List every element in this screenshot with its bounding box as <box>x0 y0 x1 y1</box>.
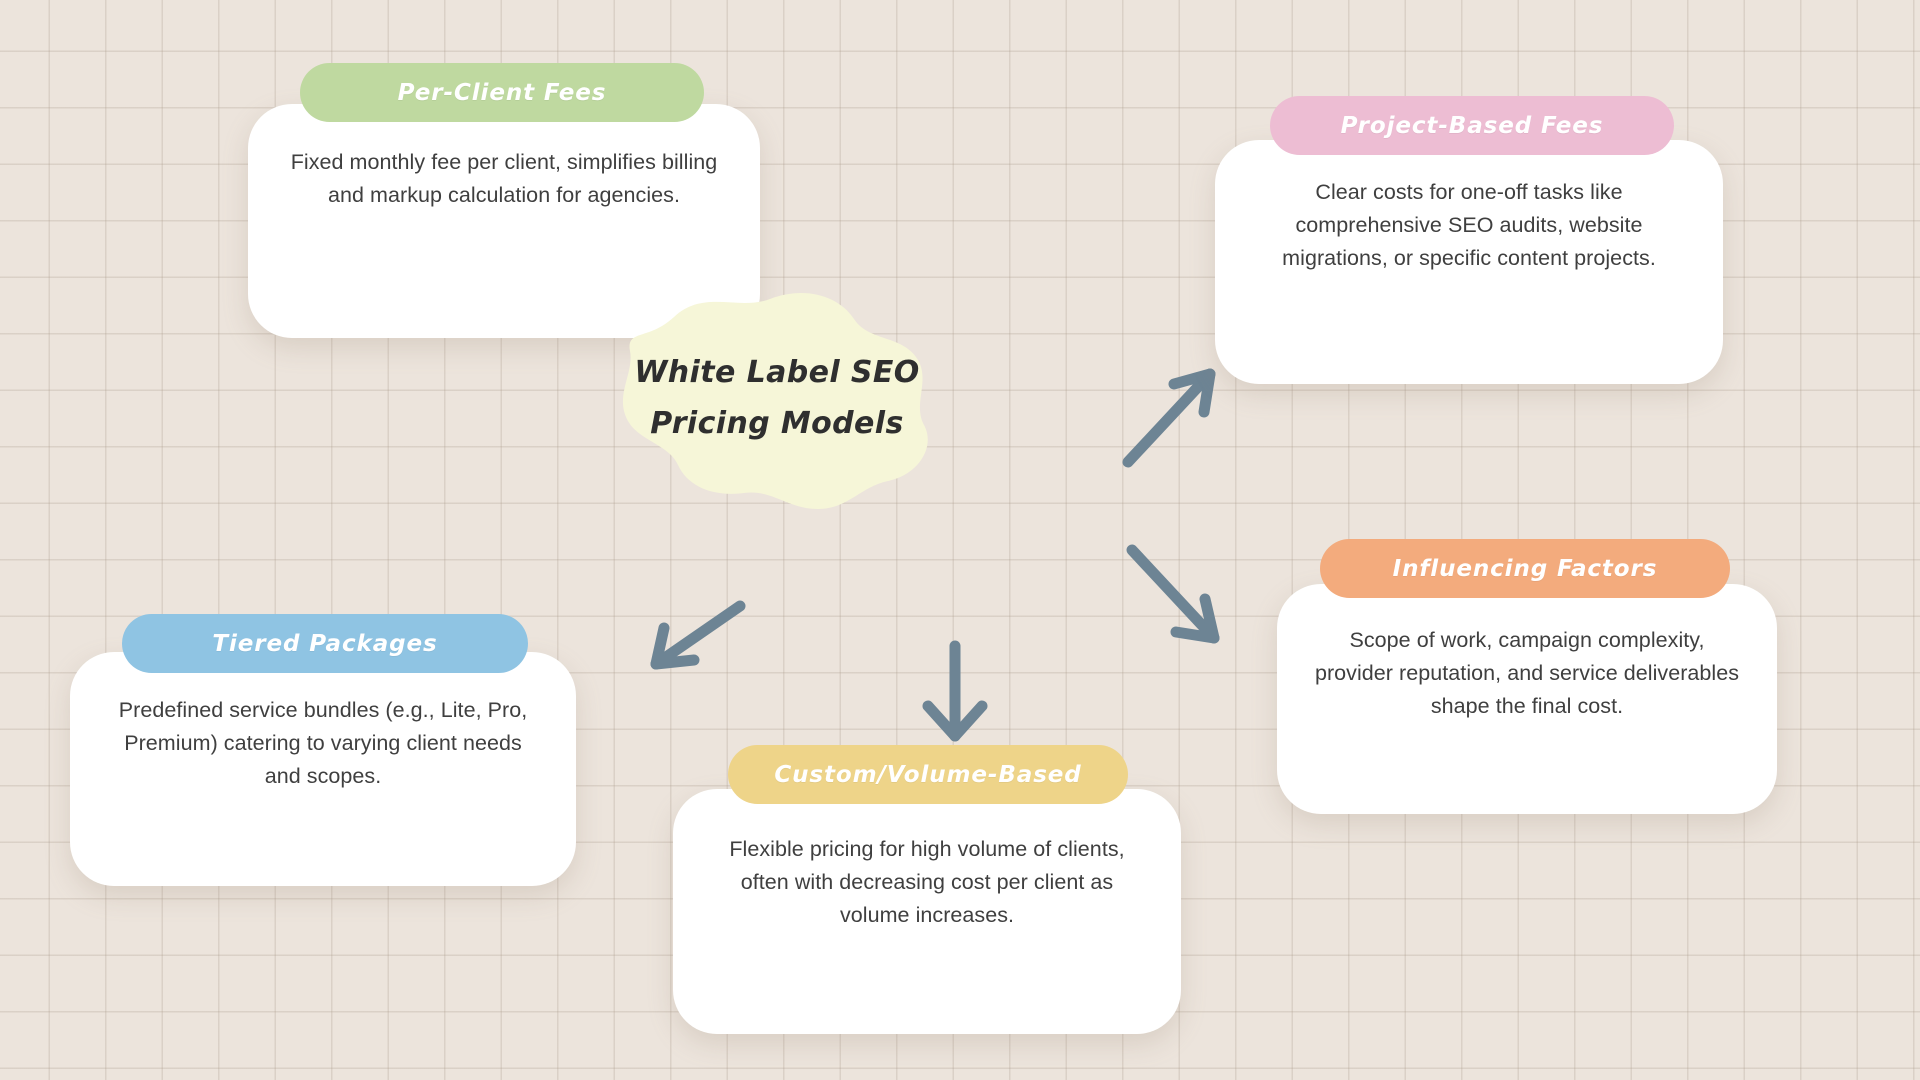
card-per-client-fees[interactable]: Fixed monthly fee per client, simplifies… <box>248 104 760 338</box>
pill-label-project-based-fees: Project-Based Fees <box>1340 112 1604 139</box>
pill-project-based-fees[interactable]: Project-Based Fees <box>1270 96 1674 155</box>
pill-tiered-packages[interactable]: Tiered Packages <box>122 614 528 673</box>
arrow-to-tiered-packages <box>640 598 750 688</box>
pill-custom-volume-based[interactable]: Custom/Volume-Based <box>728 745 1128 804</box>
arrow-to-influencing-factors <box>1122 542 1232 652</box>
pill-label-influencing-factors: Influencing Factors <box>1392 555 1658 582</box>
card-tiered-packages[interactable]: Predefined service bundles (e.g., Lite, … <box>70 652 576 886</box>
card-body-per-client-fees: Fixed monthly fee per client, simplifies… <box>290 150 718 207</box>
center-node-blob[interactable]: White Label SEO Pricing Models <box>612 283 942 513</box>
card-custom-volume-based[interactable]: Flexible pricing for high volume of clie… <box>673 789 1181 1034</box>
pill-influencing-factors[interactable]: Influencing Factors <box>1320 539 1730 598</box>
pill-label-tiered-packages: Tiered Packages <box>212 630 438 657</box>
card-body-influencing-factors: Scope of work, campaign complexity, prov… <box>1314 628 1740 718</box>
card-project-based-fees[interactable]: Clear costs for one-off tasks like compr… <box>1215 140 1723 384</box>
card-body-custom-volume-based: Flexible pricing for high volume of clie… <box>729 837 1125 927</box>
pill-per-client-fees[interactable]: Per-Client Fees <box>300 63 704 122</box>
arrow-to-project-based-fees <box>1118 358 1228 468</box>
pill-label-custom-volume-based: Custom/Volume-Based <box>774 761 1082 788</box>
pill-label-per-client-fees: Per-Client Fees <box>397 79 607 106</box>
card-influencing-factors[interactable]: Scope of work, campaign complexity, prov… <box>1277 584 1777 814</box>
arrow-to-custom-volume-based <box>910 640 1000 750</box>
card-body-tiered-packages: Predefined service bundles (e.g., Lite, … <box>118 698 528 788</box>
blob-shape <box>622 293 928 509</box>
card-body-project-based-fees: Clear costs for one-off tasks like compr… <box>1282 180 1656 270</box>
